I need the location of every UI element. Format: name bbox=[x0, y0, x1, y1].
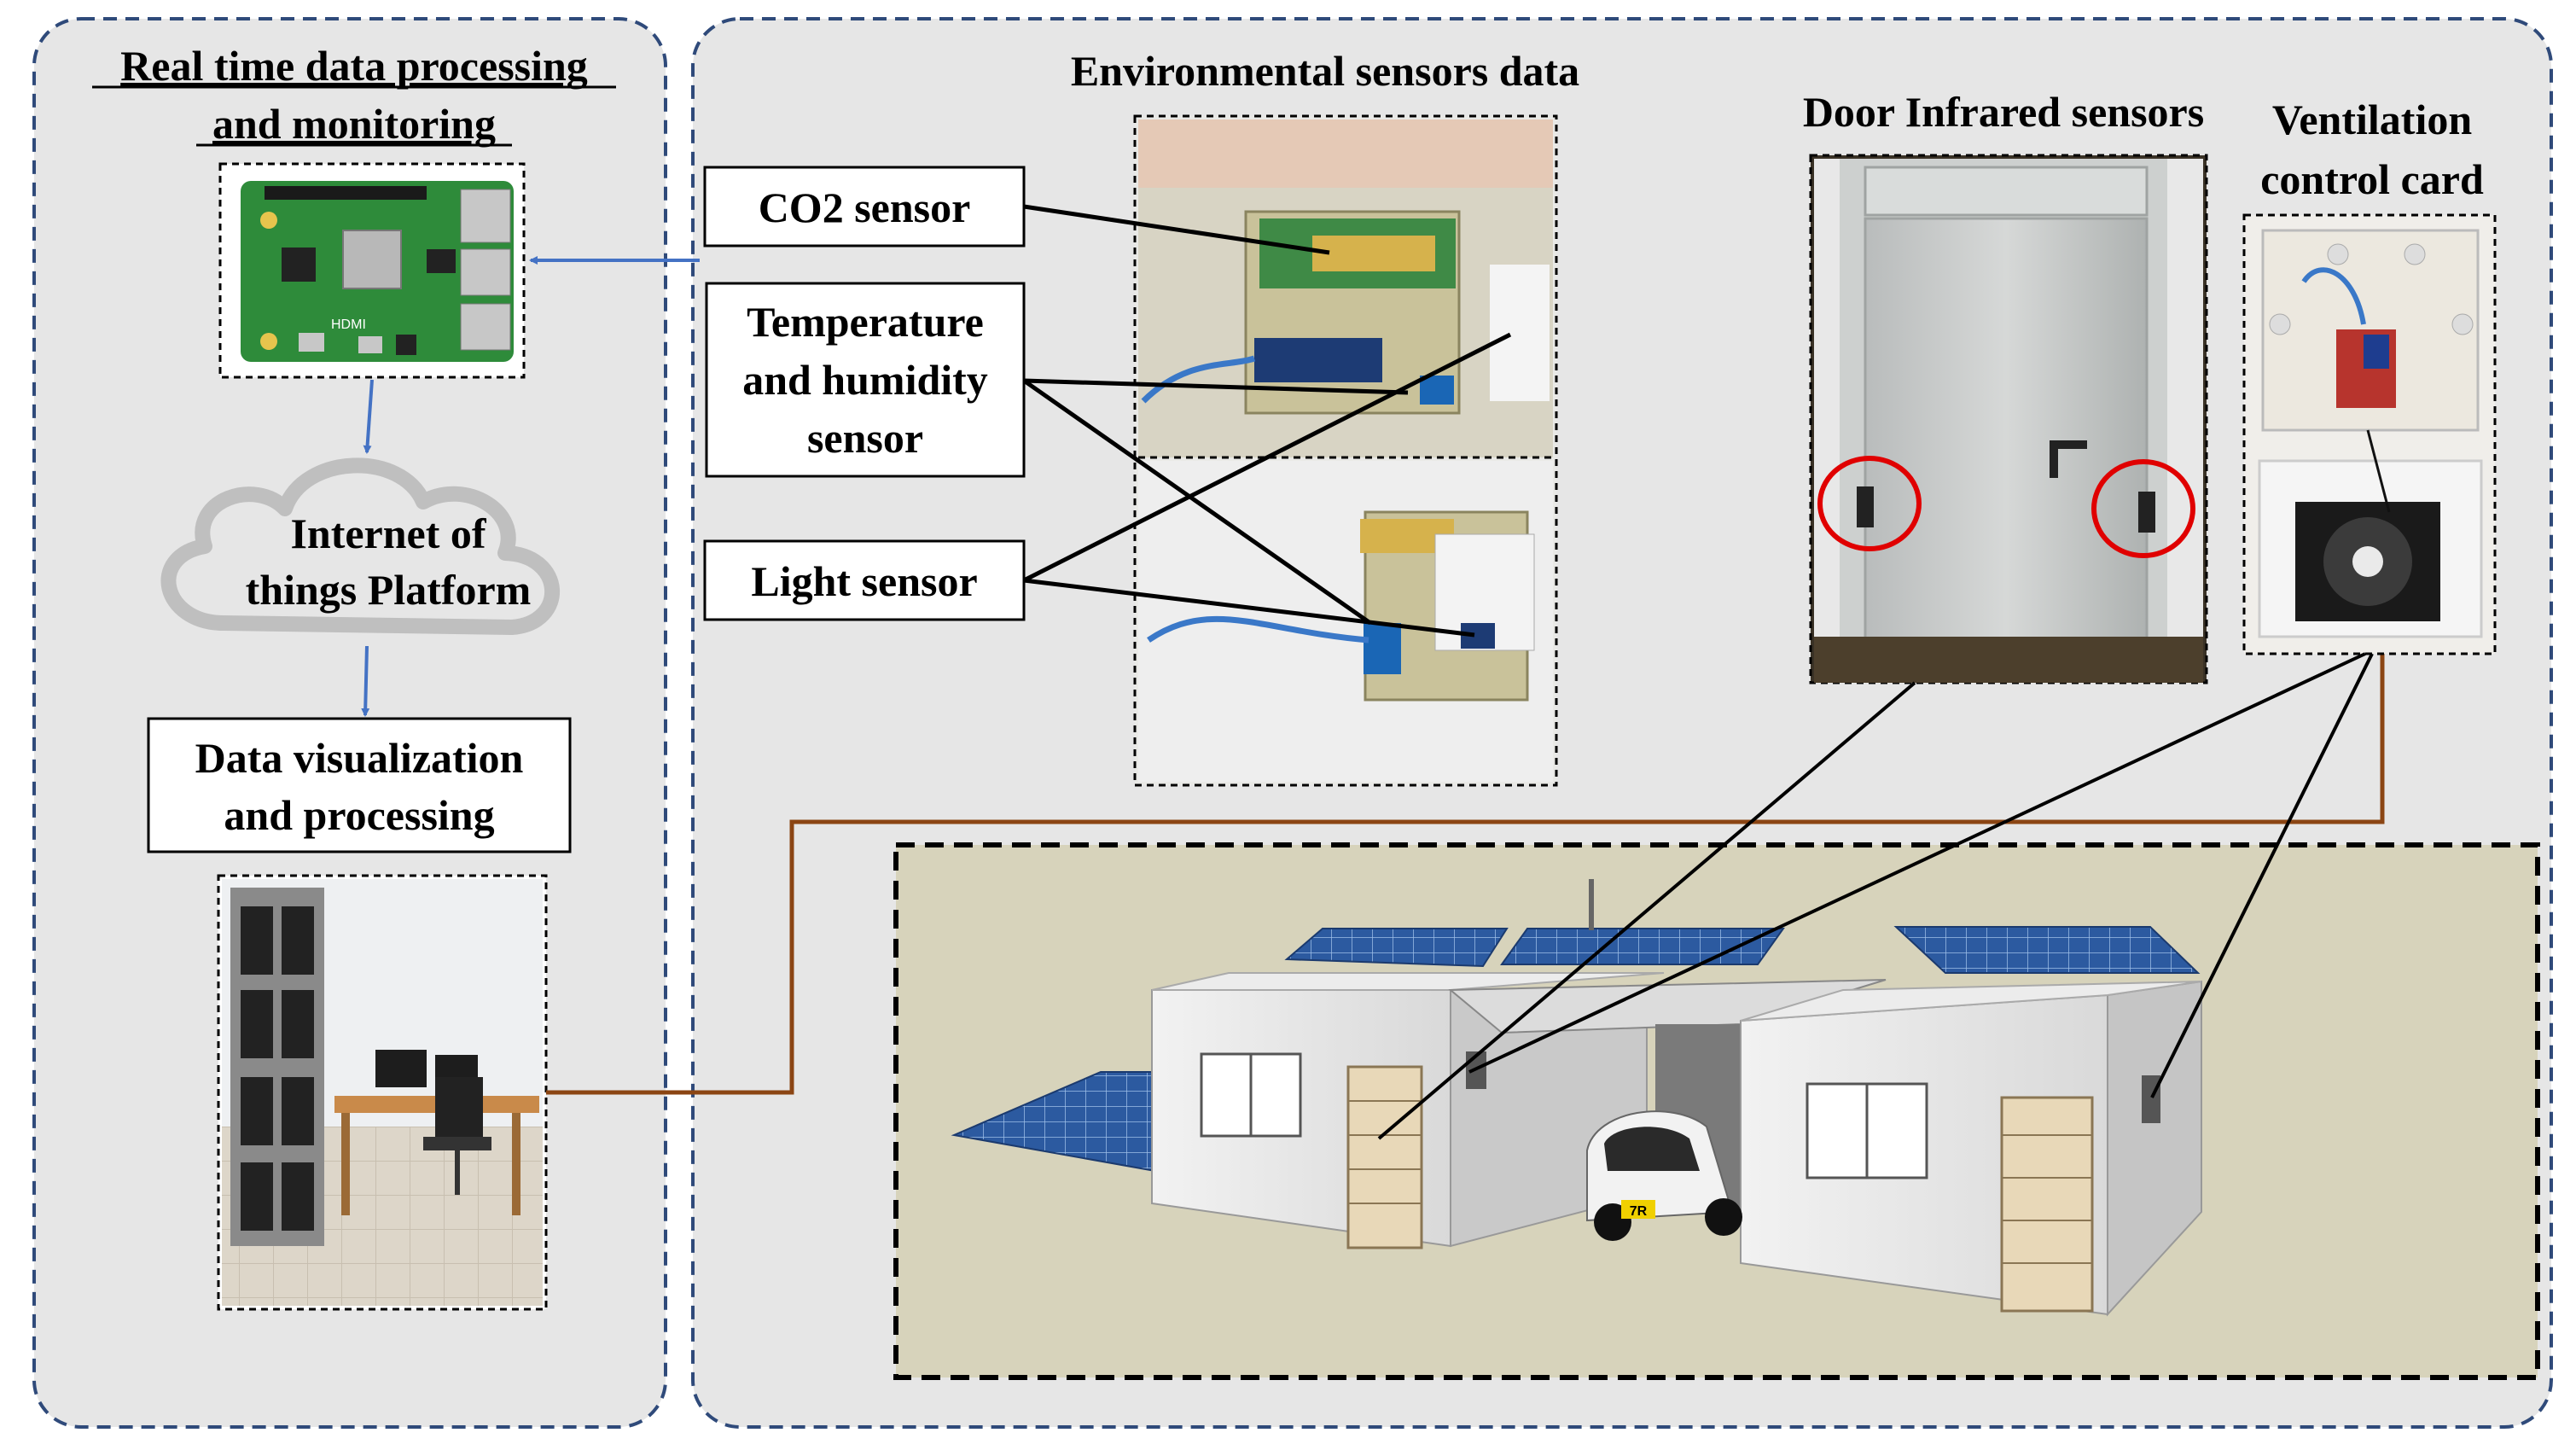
raspberry-pi-board: HDMI bbox=[218, 162, 526, 379]
control-wire bbox=[546, 651, 2385, 1095]
viz-line2: and processing bbox=[224, 791, 494, 839]
server-room-photo bbox=[217, 874, 548, 1311]
ventilation-title-line2: control card bbox=[2260, 155, 2484, 203]
car-badge: 7R bbox=[1630, 1204, 1648, 1219]
house-connector-lines bbox=[1377, 652, 2374, 1140]
sensors-title: Environmental sensors data bbox=[1071, 47, 1579, 95]
data-visualization-box: Data visualization and processing bbox=[147, 717, 572, 853]
svg-text:and humidity: and humidity bbox=[742, 356, 988, 404]
co2-sensor-label: CO2 sensor bbox=[703, 166, 1026, 248]
sensor-board-photo bbox=[1133, 114, 1558, 787]
sensor-connector-lines bbox=[1022, 204, 1512, 638]
left-title-line2: and monitoring bbox=[212, 100, 496, 148]
svg-text:Temperature: Temperature bbox=[747, 298, 984, 346]
house-3d-model: 7R bbox=[893, 842, 2540, 1380]
left-title-line1: Real time data processing bbox=[120, 42, 588, 90]
light-sensor-label: Light sensor bbox=[703, 539, 1026, 621]
cloud-line1: Internet of bbox=[290, 510, 486, 557]
cloud-shape: Internet of things Platform bbox=[160, 457, 561, 635]
ventilation-title-line1: Ventilation bbox=[2272, 96, 2472, 143]
cloud-to-viz-arrow bbox=[361, 645, 370, 717]
board-to-cloud-arrow bbox=[363, 379, 374, 454]
svg-text:Light sensor: Light sensor bbox=[751, 557, 977, 605]
viz-line1: Data visualization bbox=[195, 734, 524, 782]
door-photo bbox=[1809, 154, 2208, 684]
cloud-line2: things Platform bbox=[246, 566, 532, 614]
ventilation-card-photo bbox=[2242, 213, 2497, 655]
board-silkscreen: HDMI bbox=[331, 317, 366, 332]
door-title: Door Infrared sensors bbox=[1803, 88, 2204, 136]
temperature-humidity-sensor-label: Temperature and humidity sensor bbox=[705, 282, 1026, 478]
svg-text:CO2 sensor: CO2 sensor bbox=[759, 183, 971, 231]
svg-text:sensor: sensor bbox=[807, 414, 923, 462]
